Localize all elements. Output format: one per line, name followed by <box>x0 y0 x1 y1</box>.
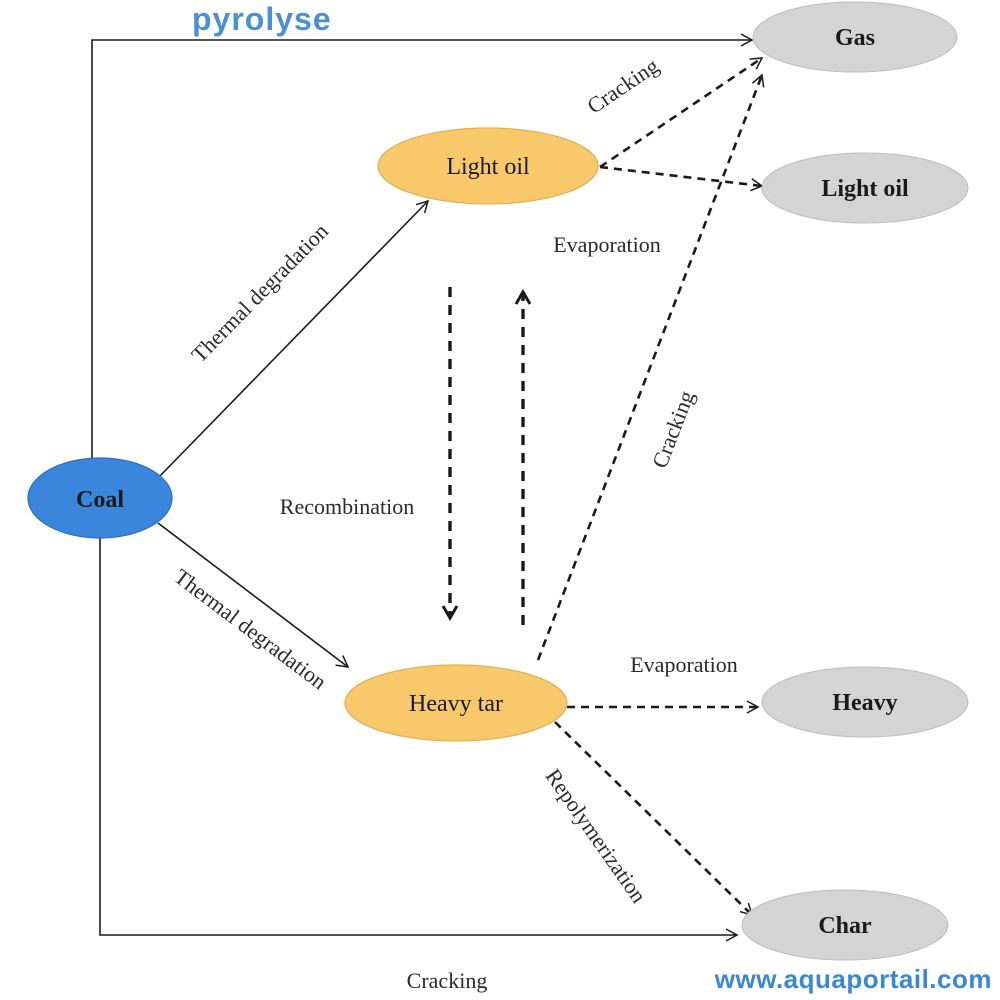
label-cracking-bottom: Cracking <box>407 968 488 993</box>
edge-heavy-tar-to-char <box>554 721 754 917</box>
node-char: Char <box>741 889 949 961</box>
edge-heavy-tar-to-gas <box>536 73 765 661</box>
label-recombination: Recombination <box>280 494 414 519</box>
edge-coal-to-light-oil <box>157 199 430 479</box>
label-evaporation-heavy-tar: Evaporation <box>630 652 738 677</box>
node-heavy-tar: Heavy tar <box>344 664 568 742</box>
edge-coal-to-gas <box>91 33 754 458</box>
edge-coal-to-heavy-tar <box>157 522 350 668</box>
label-evaporation-light-oil: Evaporation <box>553 232 661 257</box>
node-light-oil-product-label: Light oil <box>821 176 909 202</box>
label-thermal-degradation-lower: Thermal degradation <box>170 564 332 695</box>
solid-edges <box>91 33 754 942</box>
watermark-url: www.aquaportail.com <box>714 964 992 994</box>
node-coal: Coal <box>27 457 173 539</box>
node-gas: Gas <box>752 1 958 73</box>
node-coal-label: Coal <box>76 487 124 513</box>
node-gas-label: Gas <box>835 25 875 51</box>
node-heavy-product: Heavy <box>761 666 969 738</box>
label-cracking-heavy-tar: Cracking <box>647 387 699 471</box>
node-char-label: Char <box>818 913 872 939</box>
diagram-title: pyrolyse <box>192 1 332 37</box>
node-light-oil-intermediate: Light oil <box>377 127 599 205</box>
node-heavy-product-label: Heavy <box>832 690 897 716</box>
dashed-edges <box>441 56 765 917</box>
label-thermal-degradation-upper: Thermal degradation <box>186 218 333 367</box>
node-light-oil-product: Light oil <box>761 152 969 224</box>
node-heavy-tar-label: Heavy tar <box>409 691 503 717</box>
edge-coal-to-char <box>99 535 739 942</box>
edge-light-oil-to-product <box>599 165 764 192</box>
node-light-oil-intermediate-label: Light oil <box>446 154 530 180</box>
label-cracking-light-oil: Cracking <box>582 53 663 119</box>
edge-light-oil-to-gas <box>599 56 764 169</box>
label-repolymerization: Repolymerization <box>541 764 652 907</box>
